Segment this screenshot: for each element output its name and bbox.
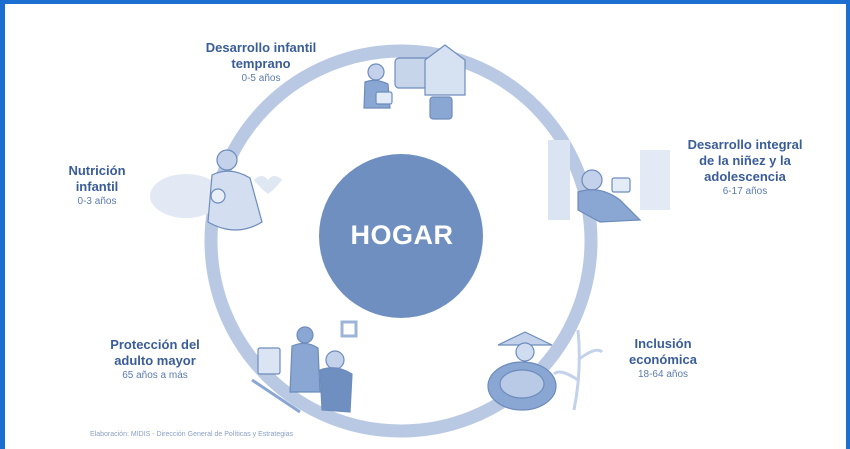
- stage-elderly-protection: Protección del adulto mayor 65 años a má…: [80, 337, 230, 383]
- stage-age-range: 65 años a más: [122, 370, 188, 381]
- stage-age-range: 0-5 años: [241, 73, 281, 84]
- stage-economic-inclusion: Inclusión económica 18-64 años: [608, 336, 718, 382]
- stage-title: Nutrición infantil: [68, 163, 126, 194]
- stage-title: Desarrollo integral de la niñez y la ado…: [687, 137, 803, 184]
- elderly-illustration: [251, 320, 358, 414]
- stage-early-childhood: Desarrollo infantil temprano 0-5 años: [176, 40, 346, 86]
- stage-age-range: 0-3 años: [77, 196, 117, 207]
- adolescence-illustration: [548, 140, 670, 223]
- stage-title: Desarrollo infantil temprano: [205, 40, 317, 71]
- source-footnote: Elaboración: MIDIS - Dirección General d…: [90, 431, 294, 438]
- stage-age-range: 6-17 años: [722, 186, 768, 197]
- nutrition-illustration: [150, 149, 282, 231]
- hogar-label: HOGAR: [350, 220, 454, 250]
- stage-childhood-adolescence: Desarrollo integral de la niñez y la ado…: [670, 137, 820, 199]
- stage-age-range: 18-64 años: [637, 369, 689, 380]
- early-childhood-illustration: [363, 44, 466, 120]
- economic-inclusion-illustration: [487, 329, 604, 411]
- stage-child-nutrition: Nutrición infantil 0-3 años: [42, 163, 152, 209]
- lifecycle-ring: [204, 44, 598, 438]
- hogar-hub: [319, 154, 483, 318]
- stage-title: Inclusión económica: [629, 336, 697, 367]
- stage-title: Protección del adulto mayor: [110, 337, 200, 368]
